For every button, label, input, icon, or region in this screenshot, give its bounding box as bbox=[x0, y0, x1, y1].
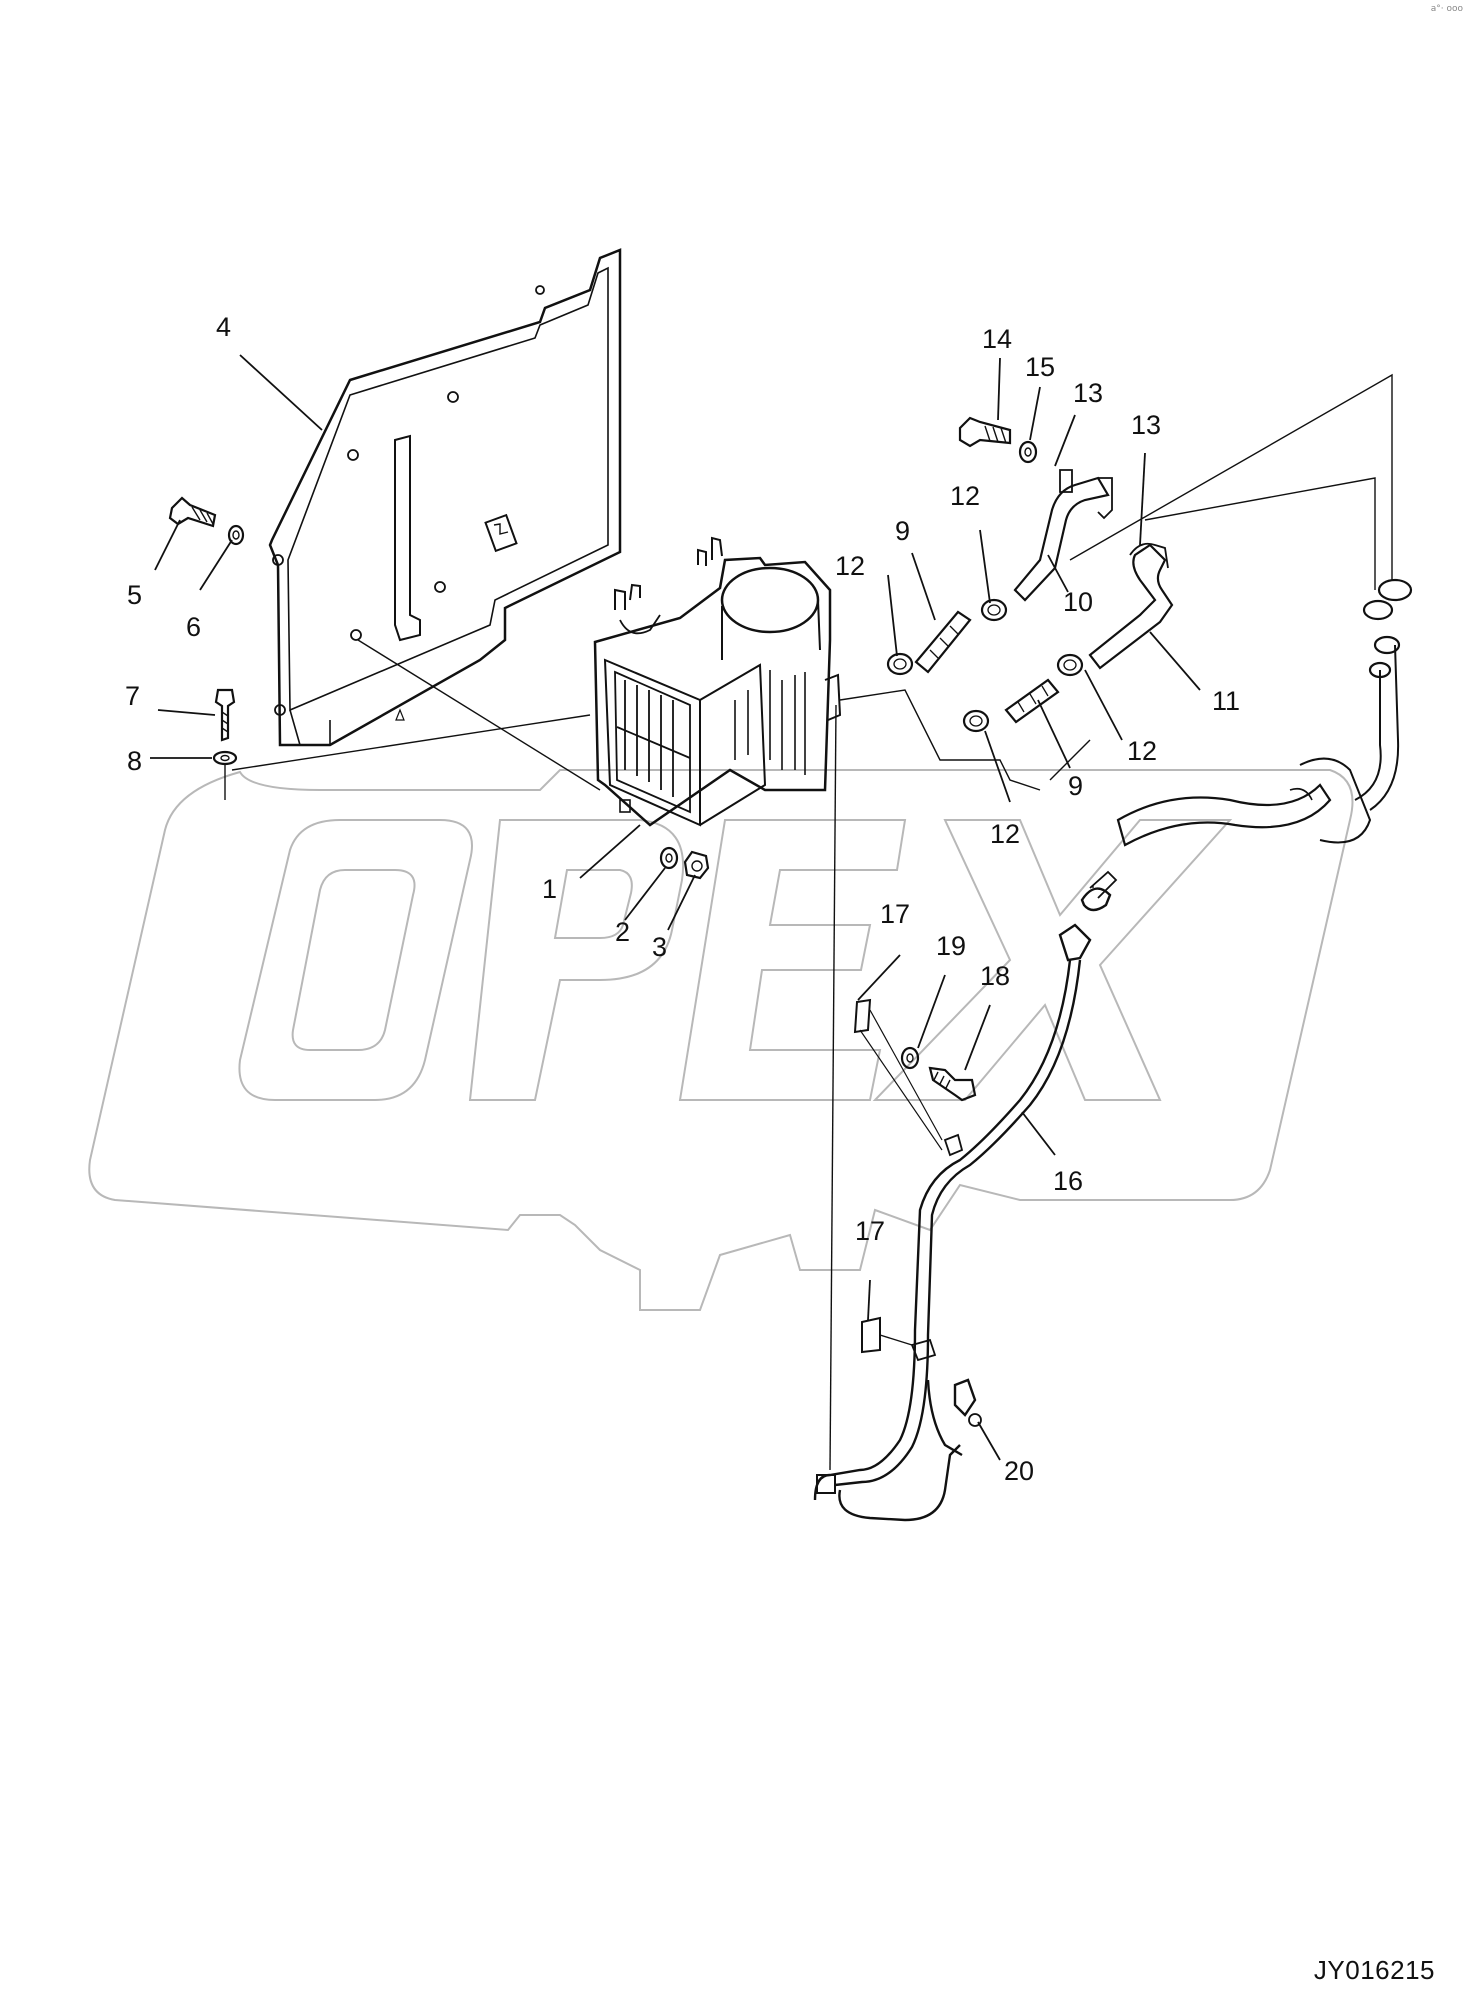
callout-17-lower: 17 bbox=[855, 1216, 885, 1246]
callout-14: 14 bbox=[982, 324, 1012, 354]
callout-16: 16 bbox=[1053, 1166, 1083, 1196]
callout-13-b: 13 bbox=[1131, 410, 1161, 440]
callout-8: 8 bbox=[127, 746, 142, 776]
callout-6: 6 bbox=[186, 612, 201, 642]
callout-3: 3 bbox=[652, 932, 667, 962]
callout-12-b: 12 bbox=[950, 481, 980, 511]
reference-lines bbox=[224, 373, 1393, 1471]
callout-12-c: 12 bbox=[1127, 736, 1157, 766]
fasteners bbox=[168, 416, 1038, 1102]
wiring-harness bbox=[813, 870, 1118, 1522]
callout-11: 11 bbox=[1212, 686, 1240, 716]
callout-9-lower: 9 bbox=[1068, 771, 1083, 801]
callout-13-a: 13 bbox=[1073, 378, 1103, 408]
callout-20: 20 bbox=[1004, 1456, 1034, 1486]
callout-labels: 1 2 3 4 5 6 7 8 9 9 10 11 12 12 12 12 13… bbox=[125, 312, 1240, 1486]
heater-unit bbox=[593, 536, 842, 827]
callout-7: 7 bbox=[125, 681, 140, 711]
callout-18: 18 bbox=[980, 961, 1010, 991]
callout-12-a: 12 bbox=[835, 551, 865, 581]
callout-leaders bbox=[150, 354, 1201, 1461]
callout-1: 1 bbox=[542, 874, 557, 904]
callout-5: 5 bbox=[127, 580, 142, 610]
drawing-id: JY016215 bbox=[1313, 1955, 1435, 1985]
callout-17-upper: 17 bbox=[880, 899, 910, 929]
callout-19: 19 bbox=[936, 931, 966, 961]
bracket-plate bbox=[268, 248, 622, 747]
corner-mark: a°· ooo bbox=[1430, 4, 1463, 14]
callout-12-d: 12 bbox=[990, 819, 1020, 849]
callout-2: 2 bbox=[615, 917, 630, 947]
callout-15: 15 bbox=[1025, 352, 1055, 382]
callout-4: 4 bbox=[216, 312, 231, 342]
opex-watermark bbox=[88, 769, 1354, 1311]
callout-10: 10 bbox=[1063, 587, 1093, 617]
callout-9-upper: 9 bbox=[895, 516, 910, 546]
hoses-and-clamps bbox=[886, 469, 1413, 847]
